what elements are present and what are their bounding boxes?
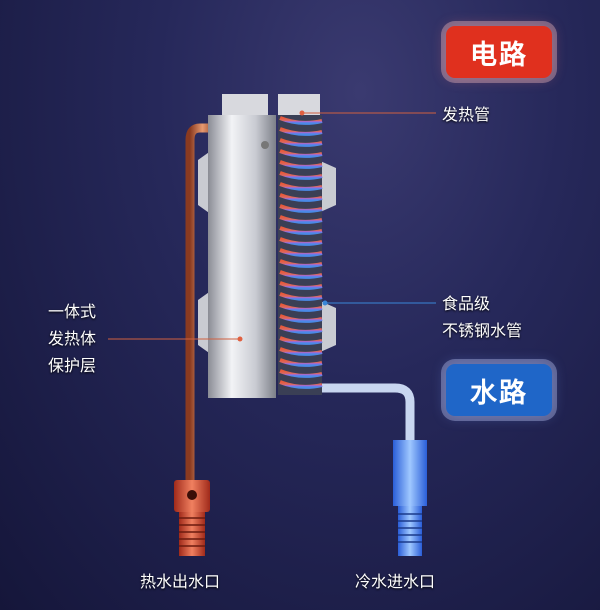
coil-turn: [279, 248, 323, 257]
coil-turn: [279, 226, 323, 235]
coil-turn: [279, 149, 323, 158]
electric-circuit-badge: 电路: [446, 26, 552, 78]
protect-label-line3: 保护层: [48, 356, 97, 375]
hot-outlet-label: 热水出水口: [140, 572, 221, 591]
protect-label-line1: 一体式: [48, 302, 97, 321]
coil-turn: [279, 358, 323, 367]
cold-water-pipe: [320, 383, 427, 556]
steel-pipe-label: 食品级 不锈钢水管: [442, 290, 522, 344]
coil-turn: [279, 259, 323, 268]
coil-turn: [279, 171, 323, 180]
coil-turn: [279, 314, 323, 323]
coil-turn: [279, 292, 323, 301]
coil-turn: [279, 182, 323, 191]
coil-turn: [279, 127, 323, 136]
cold-inlet-label: 冷水进水口: [355, 572, 436, 591]
coil-turn: [279, 270, 323, 279]
coil-turn: [279, 336, 323, 345]
coil-turn: [279, 116, 323, 125]
water-circuit-badge: 水路: [446, 364, 552, 416]
protective-layer-label: 一体式 发热体 保护层: [48, 298, 96, 379]
steel-pipe-label-line1: 食品级: [442, 294, 491, 313]
coil-turn: [279, 138, 323, 147]
steel-pipe-label-line2: 不锈钢水管: [442, 321, 523, 340]
protective-layer: [208, 115, 276, 398]
coil-turn: [279, 204, 323, 213]
protect-label-line2: 发热体: [48, 329, 97, 348]
hot-water-pipe: [174, 123, 215, 556]
coil-turn: [279, 380, 323, 389]
coil-turn: [279, 303, 323, 312]
coil-turn: [279, 281, 323, 290]
heating-coil: [278, 115, 323, 395]
coil-turn: [279, 160, 323, 169]
coil-turn: [279, 347, 323, 356]
coil-turn: [279, 215, 323, 224]
coil-turn: [279, 325, 323, 334]
coil-turn: [279, 193, 323, 202]
coil-turn: [279, 237, 323, 246]
heating-tube-label: 发热管: [442, 105, 491, 124]
coil-turn: [279, 369, 323, 378]
